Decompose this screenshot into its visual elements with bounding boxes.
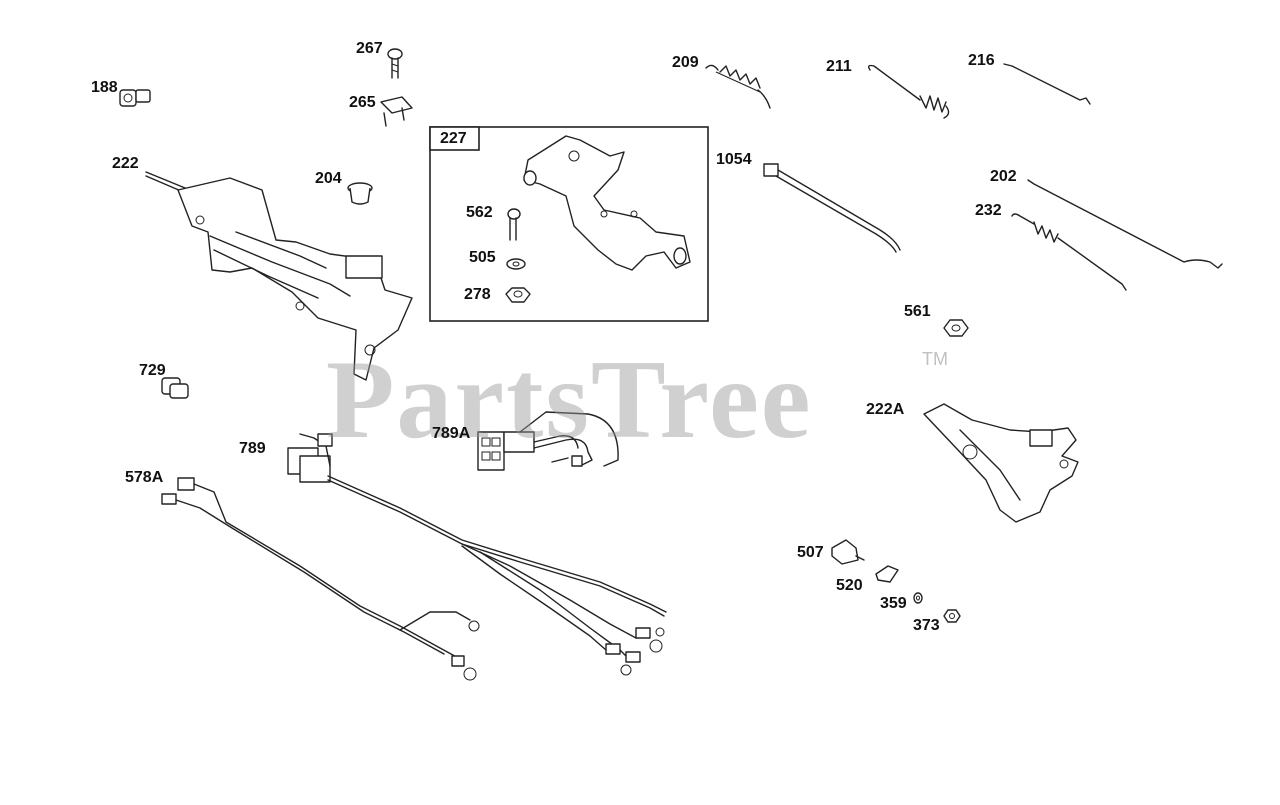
part-729-connector[interactable] xyxy=(161,377,189,399)
part-204-grommet[interactable] xyxy=(347,182,373,205)
callout-561[interactable]: 561 xyxy=(904,303,931,320)
callout-209[interactable]: 209 xyxy=(672,54,699,71)
part-232-spring[interactable] xyxy=(1011,213,1127,291)
callout-507[interactable]: 507 xyxy=(797,544,824,561)
callout-211[interactable]: 211 xyxy=(826,58,852,75)
part-789-harness[interactable] xyxy=(287,433,667,676)
part-227-throttle-lever-kit[interactable] xyxy=(523,135,691,271)
callout-267[interactable]: 267 xyxy=(356,40,383,57)
part-789A-harness[interactable] xyxy=(477,411,619,471)
watermark-text: PartsTree xyxy=(326,338,813,462)
callout-789[interactable]: 789 xyxy=(239,440,266,457)
callout-232[interactable]: 232 xyxy=(975,202,1002,219)
part-267-screw[interactable] xyxy=(387,48,403,79)
watermark-trademark: TM xyxy=(922,349,948,369)
part-216-rod[interactable] xyxy=(1003,63,1091,105)
callout-729[interactable]: 729 xyxy=(139,362,166,379)
callout-222[interactable]: 222 xyxy=(112,155,139,172)
part-209-spring[interactable] xyxy=(705,64,771,109)
callout-789A[interactable]: 789A xyxy=(432,425,471,442)
callout-265[interactable]: 265 xyxy=(349,94,376,111)
callout-578A[interactable]: 578A xyxy=(125,469,164,486)
callout-202[interactable]: 202 xyxy=(990,168,1017,185)
part-265-clip[interactable] xyxy=(380,96,413,127)
callout-520[interactable]: 520 xyxy=(836,577,863,594)
part-505-washer[interactable] xyxy=(506,258,526,270)
callout-204[interactable]: 204 xyxy=(315,170,342,187)
part-188-bolt[interactable] xyxy=(119,89,151,107)
part-373-nut[interactable] xyxy=(943,609,961,623)
part-202-rod[interactable] xyxy=(1027,179,1223,269)
kit-box-label-frame xyxy=(429,126,480,151)
part-507-switch[interactable] xyxy=(831,539,865,565)
part-359-washer[interactable] xyxy=(913,592,923,604)
callout-505[interactable]: 505 xyxy=(469,249,496,266)
callout-373[interactable]: 373 xyxy=(913,617,940,634)
part-561-nut[interactable] xyxy=(943,319,969,337)
callout-216[interactable]: 216 xyxy=(968,52,995,69)
part-1054-cable-tie[interactable] xyxy=(763,163,901,253)
part-222-control-bracket[interactable] xyxy=(145,171,413,381)
kit-box-frame xyxy=(429,126,709,322)
callout-278[interactable]: 278 xyxy=(464,286,491,303)
callout-562[interactable]: 562 xyxy=(466,204,493,221)
part-222A-control-bracket[interactable] xyxy=(923,403,1079,523)
part-278-nut[interactable] xyxy=(505,287,531,303)
callout-222A[interactable]: 222A xyxy=(866,401,905,418)
part-562-bolt[interactable] xyxy=(507,208,521,241)
kit-box-label: 227 xyxy=(440,130,467,147)
part-520-bracket[interactable] xyxy=(875,565,899,583)
callout-359[interactable]: 359 xyxy=(880,595,907,612)
callout-188[interactable]: 188 xyxy=(91,79,118,96)
part-211-spring[interactable] xyxy=(867,64,950,119)
callout-1054[interactable]: 1054 xyxy=(716,151,752,168)
part-578A-harness[interactable] xyxy=(161,477,480,681)
